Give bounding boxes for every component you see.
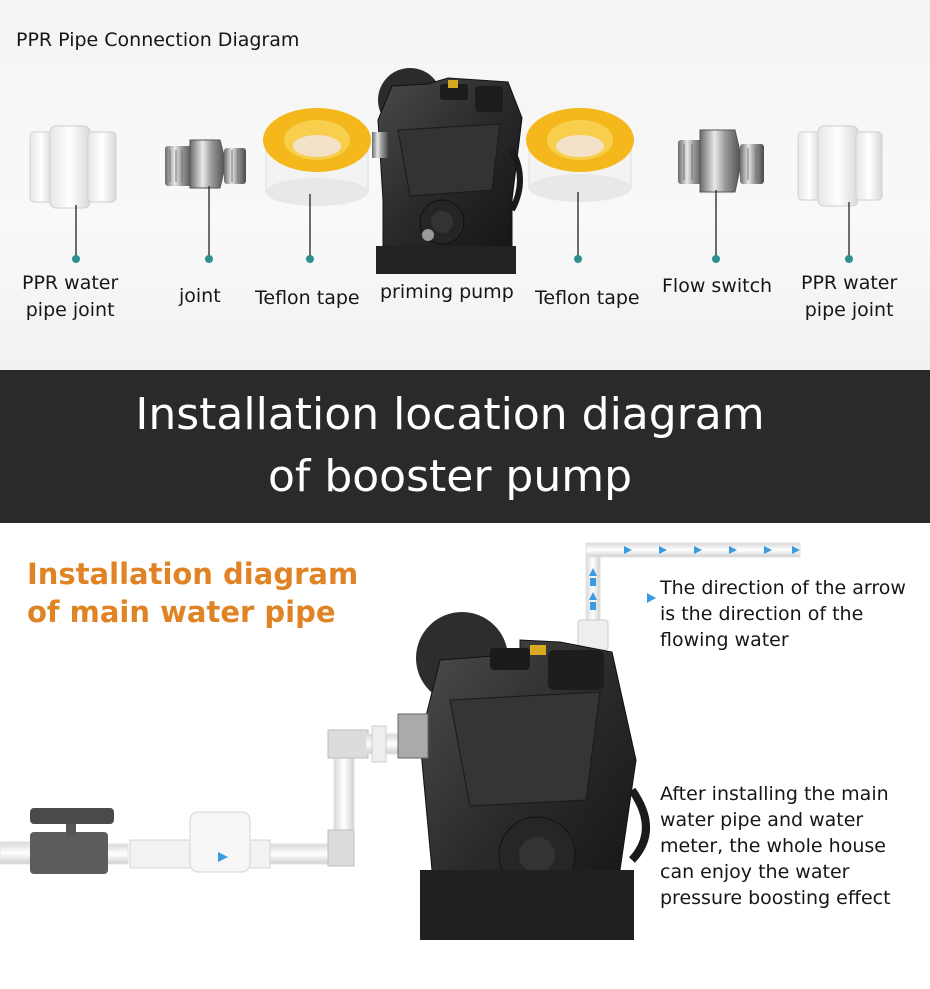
leader-dot bbox=[845, 255, 853, 263]
inlet-pipe-system bbox=[0, 725, 401, 867]
ppr-pipe-joint-left-icon bbox=[29, 125, 117, 209]
banner-title-line2: of booster pump bbox=[267, 451, 633, 502]
flow-switch-icon bbox=[678, 129, 764, 193]
banner bbox=[0, 370, 930, 523]
priming-pump-top-icon bbox=[372, 68, 523, 274]
leader-dot bbox=[306, 255, 314, 263]
label-flow-switch: Flow switch bbox=[662, 275, 773, 297]
label-teflon-tape-right: Teflon tape bbox=[535, 287, 640, 309]
leader-dot bbox=[205, 255, 213, 263]
ball-valve-icon bbox=[30, 808, 114, 874]
threaded-joint-icon bbox=[165, 139, 246, 189]
flow-direction-note: The direction of the arrow is the direct… bbox=[660, 577, 906, 651]
ppr-pipe-joint-right-icon bbox=[797, 125, 883, 207]
main-pipe-title: Installation diagram of main water pipe bbox=[27, 557, 359, 629]
leader-dot bbox=[72, 255, 80, 263]
label-priming-pump: priming pump bbox=[380, 281, 514, 303]
ppr-components-illustration bbox=[29, 68, 883, 274]
leader-dot bbox=[574, 255, 582, 263]
booster-pump-icon bbox=[397, 612, 650, 940]
water-meter-icon bbox=[129, 811, 271, 873]
ppr-diagram-title: PPR Pipe Connection Diagram bbox=[16, 29, 300, 51]
boosting-effect-note: After installing the main water pipe and… bbox=[660, 783, 891, 909]
label-teflon-tape-left: Teflon tape bbox=[255, 287, 360, 309]
label-joint: joint bbox=[179, 285, 221, 307]
teflon-tape-right-icon bbox=[526, 108, 634, 202]
banner-title-line1: Installation location diagram bbox=[135, 389, 765, 440]
teflon-tape-left-icon bbox=[263, 108, 371, 206]
leader-dot bbox=[712, 255, 720, 263]
